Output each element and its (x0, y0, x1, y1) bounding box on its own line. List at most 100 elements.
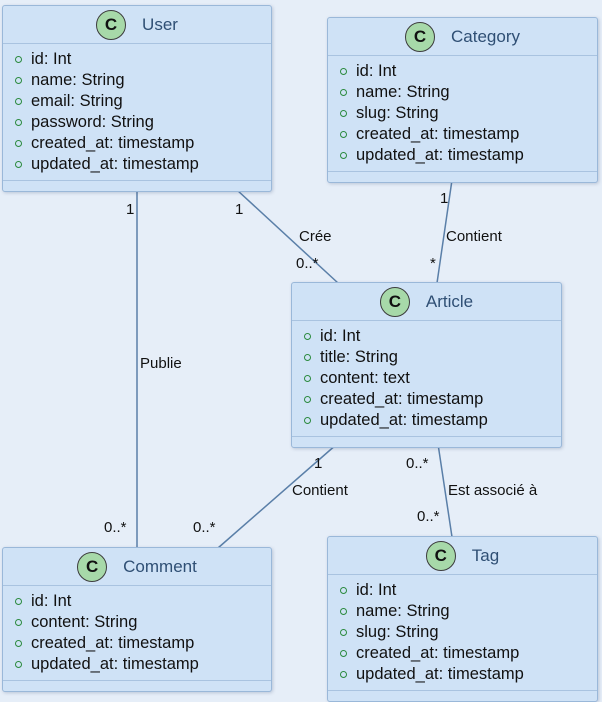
class-comment[interactable]: C Comment id: Int content: String create… (2, 547, 272, 692)
attribute-dot-icon (15, 56, 22, 63)
class-comment-name: Comment (123, 556, 197, 576)
attribute-text: updated_at: timestamp (320, 411, 488, 429)
attribute-text: updated_at: timestamp (356, 146, 524, 164)
class-tag-attributes: id: Int name: String slug: String create… (328, 575, 597, 691)
relation-label-article-comment: Contient (292, 482, 348, 499)
mult-user-comment-from: 1 (126, 201, 135, 218)
class-category[interactable]: C Category id: Int name: String slug: St… (327, 17, 598, 183)
attribute: id: Int (340, 61, 597, 82)
attribute-dot-icon (304, 333, 311, 340)
mult-category-article-to: * (430, 255, 436, 272)
class-badge-icon: C (379, 286, 410, 317)
attribute-dot-icon (340, 671, 347, 678)
relation-label-user-article: Crée (299, 228, 332, 245)
attribute: updated_at: timestamp (304, 410, 561, 431)
attribute-dot-icon (340, 629, 347, 636)
mult-user-article-to: 0..* (296, 255, 319, 272)
attribute-text: created_at: timestamp (320, 390, 484, 408)
attribute: created_at: timestamp (340, 643, 597, 664)
class-article-header: C Article (292, 283, 561, 321)
attribute-dot-icon (15, 77, 22, 84)
attribute: created_at: timestamp (340, 124, 597, 145)
class-user-methods (3, 181, 271, 191)
attribute-dot-icon (340, 587, 347, 594)
mult-article-tag-from: 0..* (406, 455, 429, 472)
attribute: slug: String (340, 622, 597, 643)
attribute-text: id: Int (356, 62, 397, 80)
attribute: title: String (304, 347, 561, 368)
class-article-attributes: id: Int title: String content: text crea… (292, 321, 561, 437)
attribute: name: String (340, 601, 597, 622)
class-comment-methods (3, 681, 271, 691)
attribute: updated_at: timestamp (340, 664, 597, 685)
attribute: created_at: timestamp (15, 133, 271, 154)
link-category-article (436, 179, 453, 284)
class-comment-attributes: id: Int content: String created_at: time… (3, 586, 271, 681)
attribute-text: id: Int (356, 581, 397, 599)
mult-user-article-from: 1 (235, 201, 244, 218)
mult-article-comment-from: 1 (314, 455, 323, 472)
attribute-dot-icon (15, 640, 22, 647)
attribute: content: text (304, 368, 561, 389)
attribute-dot-icon (15, 98, 22, 105)
attribute: updated_at: timestamp (340, 145, 597, 166)
attribute-text: name: String (356, 602, 450, 620)
class-user-attributes: id: Int name: String email: String passw… (3, 44, 271, 181)
class-tag-header: C Tag (328, 537, 597, 575)
attribute-text: name: String (31, 71, 125, 89)
attribute-dot-icon (15, 598, 22, 605)
attribute: created_at: timestamp (15, 633, 271, 654)
class-article-methods (292, 437, 561, 447)
link-article-comment (217, 443, 338, 549)
class-category-header: C Category (328, 18, 597, 56)
attribute-text: password: String (31, 113, 154, 131)
class-badge-icon: C (96, 9, 127, 40)
attribute: slug: String (340, 103, 597, 124)
class-tag-name: Tag (471, 545, 500, 565)
attribute: id: Int (304, 326, 561, 347)
class-tag-methods (328, 691, 597, 701)
attribute-text: email: String (31, 92, 123, 110)
class-category-attributes: id: Int name: String slug: String create… (328, 56, 597, 172)
attribute-dot-icon (340, 650, 347, 657)
class-tag[interactable]: C Tag id: Int name: String slug: String … (327, 536, 598, 702)
attribute-dot-icon (340, 89, 347, 96)
attribute-text: name: String (356, 83, 450, 101)
attribute-text: created_at: timestamp (31, 134, 195, 152)
attribute-text: created_at: timestamp (31, 634, 195, 652)
class-article[interactable]: C Article id: Int title: String content:… (291, 282, 562, 448)
link-article-tag (437, 443, 453, 538)
link-user-article (236, 189, 339, 284)
attribute-text: slug: String (356, 623, 439, 641)
attribute: email: String (15, 91, 271, 112)
class-category-methods (328, 172, 597, 182)
class-category-name: Category (451, 26, 520, 46)
attribute-text: created_at: timestamp (356, 644, 520, 662)
attribute-text: id: Int (31, 592, 72, 610)
attribute-dot-icon (304, 417, 311, 424)
class-badge-icon: C (77, 551, 108, 582)
attribute: created_at: timestamp (304, 389, 561, 410)
mult-article-tag-to: 0..* (417, 508, 440, 525)
attribute: id: Int (15, 49, 271, 70)
mult-category-article-from: 1 (440, 190, 449, 207)
class-user[interactable]: C User id: Int name: String email: Strin… (2, 5, 272, 192)
attribute-dot-icon (340, 68, 347, 75)
class-user-header: C User (3, 6, 271, 44)
attribute-text: id: Int (320, 327, 361, 345)
attribute: updated_at: timestamp (15, 654, 271, 675)
attribute-text: created_at: timestamp (356, 125, 520, 143)
attribute-text: slug: String (356, 104, 439, 122)
attribute-dot-icon (15, 140, 22, 147)
attribute-dot-icon (304, 375, 311, 382)
attribute-dot-icon (340, 608, 347, 615)
attribute-dot-icon (304, 396, 311, 403)
attribute-text: updated_at: timestamp (31, 155, 199, 173)
attribute: content: String (15, 612, 271, 633)
class-badge-icon: C (425, 540, 456, 571)
attribute-text: id: Int (31, 50, 72, 68)
mult-article-comment-to: 0..* (193, 519, 216, 536)
attribute-dot-icon (15, 161, 22, 168)
attribute-dot-icon (304, 354, 311, 361)
